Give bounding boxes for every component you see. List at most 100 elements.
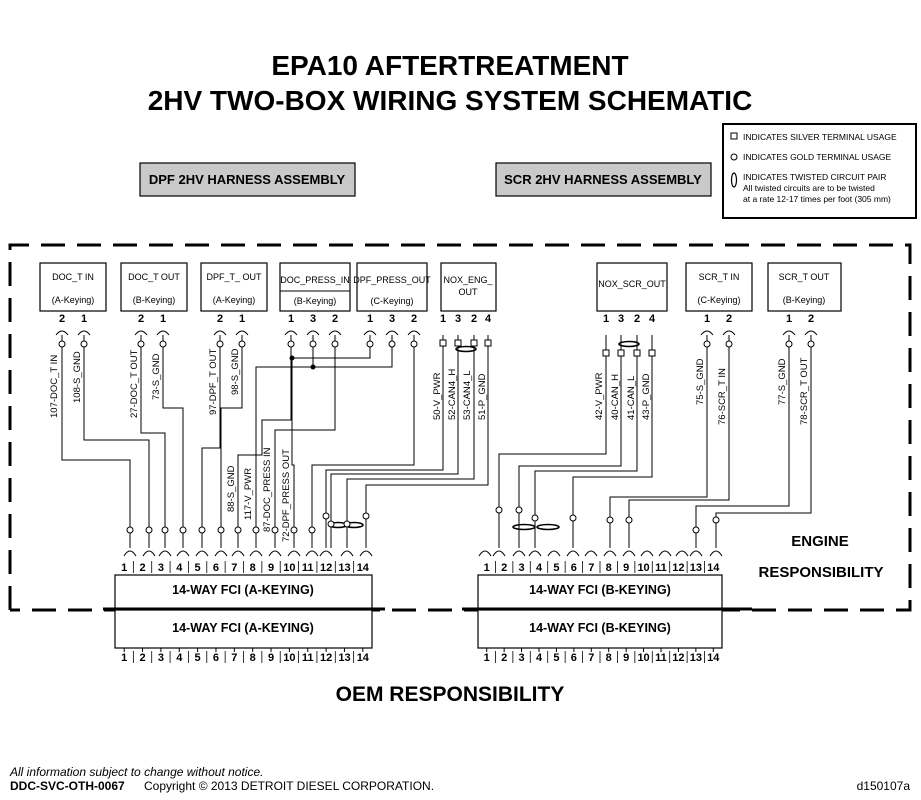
wire-label: 51-P_GND [477, 373, 488, 420]
wire-labels-right: 42-V_PWR 40-CAN_H 41-CAN_L 43-P_GND 75-S… [594, 357, 810, 425]
sensor-name: DPF_PRESS_OUT [353, 275, 431, 285]
connector-pin-number: 7 [588, 652, 594, 664]
pin-label: 3 [389, 313, 395, 325]
connector-pin-number: 13 [690, 652, 702, 664]
pin-label: 2 [332, 313, 338, 325]
wire-label: 72-DPF_PRESS OUT [281, 449, 292, 542]
pin-label: 3 [455, 313, 461, 325]
wire-label: 73-S_GND [151, 353, 162, 400]
connector-pin-number: 10 [283, 562, 295, 574]
connector-pin-number: 14 [707, 652, 720, 664]
sensor-caps [55, 330, 818, 336]
connector-terminals [126, 506, 720, 534]
pin-label: 1 [786, 313, 792, 325]
connector-pin-number: 7 [588, 562, 594, 574]
wire-label: 53-CAN4_L [462, 370, 473, 420]
sensor-keying: (A-Keying) [52, 295, 95, 305]
pin-label: 1 [603, 313, 609, 325]
connector-pin-number: 14 [357, 652, 370, 664]
connector-pin-number: 7 [231, 562, 237, 574]
connector-label: 14-WAY FCI (B-KEYING) [529, 621, 671, 635]
connector-pin-number: 1 [484, 562, 490, 574]
pin-label: 2 [217, 313, 223, 325]
sensor-doc-t-in: DOC_T IN (A-Keying) [39, 262, 107, 312]
connector-pin-number: 5 [195, 562, 201, 574]
connector-pin-number: 13 [690, 562, 702, 574]
connector-pin-number: 7 [231, 652, 237, 664]
footer-copyright: Copyright © 2013 DETROIT DIESEL CORPORAT… [144, 779, 434, 793]
pin-label: 1 [440, 313, 446, 325]
scr-harness-label: SCR 2HV HARNESS ASSEMBLY [504, 172, 702, 187]
pin-label: 2 [411, 313, 417, 325]
connector-pin-number: 3 [519, 652, 525, 664]
sensor-name: NOX_ENG_ [443, 275, 493, 285]
connector-pin-number: 12 [672, 562, 684, 574]
connector-pin-number: 6 [571, 652, 577, 664]
connector-pin-number: 2 [139, 652, 145, 664]
connector-pin-number: 12 [320, 562, 332, 574]
wire-label: 40-CAN_H [610, 374, 621, 420]
sensor-keying: (B-Keying) [783, 295, 826, 305]
wire-labels-left: 107-DOC_T IN 108-S_GND 27-DOC_T OUT 73-S… [49, 348, 488, 542]
sensor-doc-press-in: DOC_PRESS_IN (B-Keying) [279, 262, 351, 312]
sensor-name: SCR_T OUT [779, 272, 830, 282]
gold-terminal-icon [730, 153, 738, 161]
right-fci-oem: 14-WAY FCI (B-KEYING) [477, 609, 723, 649]
legend: INDICATES SILVER TERMINAL USAGE INDICATE… [722, 123, 917, 219]
sensor-dpf-t-out: DPF_T_ OUT (A-Keying) [200, 262, 268, 312]
wire-label: 77-S_GND [777, 358, 788, 405]
wire-label: 88-S_GND [226, 465, 237, 512]
connector-pin-number: 13 [338, 562, 350, 574]
pin-label: 1 [704, 313, 710, 325]
connector-pin-number: 2 [139, 562, 145, 574]
connector-caps [123, 550, 723, 557]
wire-label: 50-V_PWR [432, 372, 443, 420]
connector-pin-number: 11 [302, 562, 314, 574]
silver-terminal-icon [730, 132, 738, 140]
pin-label: 2 [726, 313, 732, 325]
pin-label: 3 [310, 313, 316, 325]
pin-label: 1 [160, 313, 166, 325]
wire-label: 117-V_PWR [243, 468, 254, 520]
connector-pin-number: 5 [553, 652, 559, 664]
sensor-doc-t-out: DOC_T OUT (B-Keying) [120, 262, 188, 312]
wire-label: 75-S_GND [695, 358, 706, 405]
wire-label: 43-P_GND [641, 373, 652, 420]
connector-pin-number: 3 [519, 562, 525, 574]
connector-pin-number: 4 [536, 652, 543, 664]
scr-harness-box [495, 162, 712, 197]
wire-label: 78-SCR_T OUT [799, 357, 810, 425]
connector-pin-number: 8 [250, 652, 256, 664]
wire-label: 87-DOC_PRESS IN [262, 447, 273, 532]
wire-label: 108-S_GND [72, 351, 83, 403]
connector-pin-number: 6 [571, 562, 577, 574]
pin-label: 1 [81, 313, 87, 325]
sensor-name: DPF_T_ OUT [206, 272, 262, 282]
legend-gold: INDICATES GOLD TERMINAL USAGE [743, 152, 891, 162]
connector-pin-number: 14 [357, 562, 370, 574]
footer-notice: All information subject to change withou… [9, 765, 263, 779]
sensor-keying: (B-Keying) [294, 296, 337, 306]
title-line1: EPA10 AFTERTREATMENT [271, 50, 628, 81]
connector-pin-number: 5 [195, 652, 201, 664]
connector-pin-number: 4 [176, 562, 183, 574]
wire-label: 52-CAN4_H [447, 369, 458, 420]
pin-label: 4 [649, 313, 656, 325]
connector-pin-number: 2 [501, 652, 507, 664]
footer-code: DDC-SVC-OTH-0067 [10, 779, 125, 793]
dpf-harness-label: DPF 2HV HARNESS ASSEMBLY [149, 172, 346, 187]
footer-ref: d150107a [857, 779, 911, 793]
connector-pin-number: 9 [623, 562, 629, 574]
connector-pin-number: 14 [707, 562, 720, 574]
pin-label: 2 [471, 313, 477, 325]
left-fci-engine: 14-WAY FCI (A-KEYING) [114, 574, 373, 611]
sensor-dpf-press-out: DPF_PRESS_OUT (C-Keying) [353, 262, 431, 312]
connector-pin-number: 2 [501, 562, 507, 574]
twisted-pair-marks [328, 340, 640, 531]
connector-pin-number: 9 [268, 562, 274, 574]
wire-label: 76-SCR_T IN [717, 368, 728, 425]
connector-pin-number: 10 [637, 562, 649, 574]
connector-pin-number: 4 [176, 652, 183, 664]
pin-label: 2 [808, 313, 814, 325]
